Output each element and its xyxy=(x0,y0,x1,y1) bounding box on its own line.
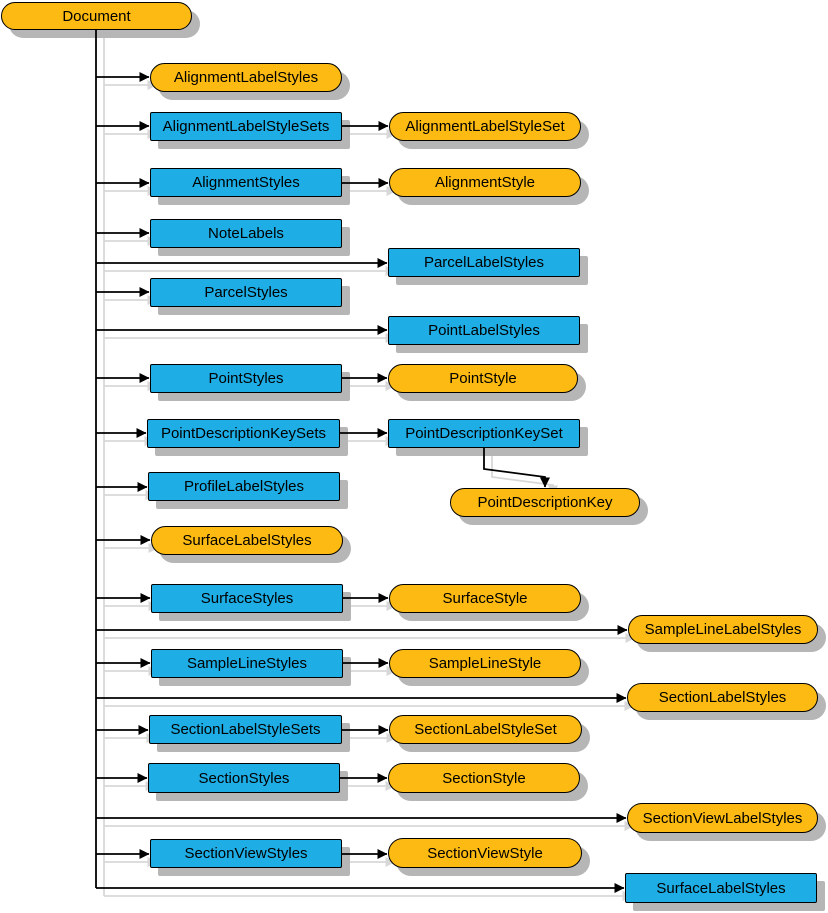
node-note-labels[interactable]: NoteLabels xyxy=(150,219,342,248)
node-sample-line-label-styles[interactable]: SampleLineLabelStyles xyxy=(628,615,818,644)
node-section-styles[interactable]: SectionStyles xyxy=(148,763,340,793)
connector-shadows xyxy=(103,38,636,901)
node-section-label-style-sets[interactable]: SectionLabelStyleSets xyxy=(149,715,342,744)
node-section-view-label-styles[interactable]: SectionViewLabelStyles xyxy=(627,803,818,833)
node-point-label-styles[interactable]: PointLabelStyles xyxy=(388,316,580,345)
node-section-label-styles[interactable]: SectionLabelStyles xyxy=(627,683,818,712)
connector xyxy=(483,448,550,488)
node-point-styles[interactable]: PointStyles xyxy=(150,364,342,393)
node-surface-style[interactable]: SurfaceStyle xyxy=(389,584,581,613)
node-alignment-label-style-set[interactable]: AlignmentLabelStyleSet xyxy=(389,112,581,141)
node-parcel-label-styles[interactable]: ParcelLabelStyles xyxy=(388,248,580,277)
node-document[interactable]: Document xyxy=(1,2,192,30)
node-sample-line-style[interactable]: SampleLineStyle xyxy=(389,649,581,678)
node-section-view-style[interactable]: SectionViewStyle xyxy=(388,838,582,868)
node-surface-label-styles-pill[interactable]: SurfaceLabelStyles xyxy=(151,526,343,555)
node-sample-line-styles[interactable]: SampleLineStyles xyxy=(151,649,343,678)
node-point-description-key-set[interactable]: PointDescriptionKeySet xyxy=(388,419,580,448)
node-profile-label-styles[interactable]: ProfileLabelStyles xyxy=(148,472,340,501)
node-section-label-style-set[interactable]: SectionLabelStyleSet xyxy=(389,715,582,744)
node-surface-label-styles-rect[interactable]: SurfaceLabelStyles xyxy=(625,873,817,903)
node-alignment-label-style-sets[interactable]: AlignmentLabelStyleSets xyxy=(150,112,342,141)
node-point-description-key[interactable]: PointDescriptionKey xyxy=(450,488,640,517)
node-section-view-styles[interactable]: SectionViewStyles xyxy=(150,839,342,868)
node-section-style[interactable]: SectionStyle xyxy=(388,763,580,793)
node-point-style[interactable]: PointStyle xyxy=(388,364,578,393)
node-parcel-styles[interactable]: ParcelStyles xyxy=(150,278,342,307)
node-point-description-key-sets[interactable]: PointDescriptionKeySets xyxy=(147,419,340,448)
node-surface-styles[interactable]: SurfaceStyles xyxy=(151,584,343,613)
connector-lines xyxy=(95,30,628,893)
node-alignment-style[interactable]: AlignmentStyle xyxy=(389,168,581,197)
node-alignment-label-styles[interactable]: AlignmentLabelStyles xyxy=(150,63,342,92)
node-alignment-styles[interactable]: AlignmentStyles xyxy=(150,168,342,197)
